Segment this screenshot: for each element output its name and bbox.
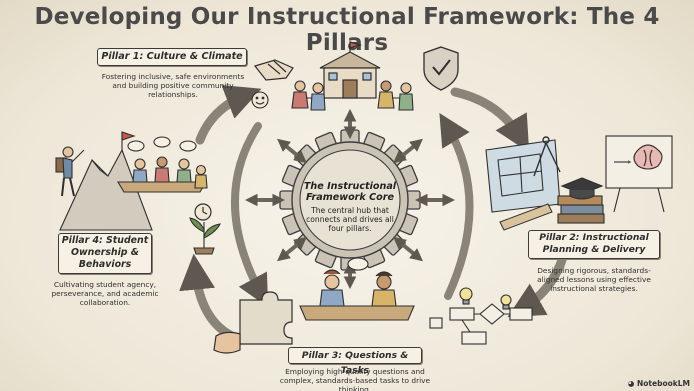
smiley-face-icon (251, 91, 269, 109)
students-holding-hands-icon (291, 80, 414, 111)
watermark: ◕ NotebookLM (628, 379, 690, 388)
cycle-arrows (179, 85, 570, 341)
clock-icon (194, 203, 212, 221)
shield-check-icon (423, 46, 459, 91)
notebooklm-logo-icon: ◕ (627, 379, 635, 388)
drafting-compass-icon (533, 136, 561, 177)
ruler-icon (499, 203, 553, 231)
growing-plant-icon (189, 217, 221, 255)
core-title: The Instructional Framework Core (303, 181, 397, 203)
puzzle-pieces-icon (213, 291, 293, 354)
pillar-1-description: Fostering inclusive, safe environments a… (101, 72, 245, 99)
school-building-icon (319, 41, 381, 99)
hub-spoke-arrows (244, 108, 456, 290)
pillar-4-title: Pillar 4: Student Ownership & Behaviors (58, 233, 152, 274)
collaborating-students-icon (117, 136, 208, 193)
brain-whiteboard-icon (605, 135, 673, 213)
mountain-hiker-icon (55, 131, 153, 231)
cycle-arrow-bottom-left (179, 253, 237, 341)
pillar-1-title: Pillar 1: Culture & Climate (97, 48, 247, 66)
blueprint-plan-icon (485, 139, 561, 213)
pillar-4-description: Cultivating student agency, perseverance… (51, 280, 159, 307)
cycle-arrow-left-up (195, 85, 262, 145)
watermark-text: NotebookLM (636, 379, 690, 388)
cycle-arrow-top-right (450, 87, 530, 153)
students-working-icon (299, 257, 415, 321)
pillar-3-description: Employing high-quality questions and com… (279, 367, 431, 391)
handshake-icon (253, 59, 294, 81)
books-graduation-cap-icon (557, 177, 605, 224)
page-title: Developing Our Instructional Framework: … (34, 4, 660, 56)
inner-loop-arcs (231, 113, 474, 308)
lightbulb-icon (459, 287, 512, 310)
pillar-2-title: Pillar 2: Instructional Planning & Deliv… (528, 230, 660, 259)
flowchart-icon (429, 303, 533, 345)
pillar-2-description: Designing rigorous, standards-aligned le… (537, 266, 651, 293)
pillar-3-title: Pillar 3: Questions & Tasks (288, 347, 422, 376)
core-description: The central hub that connects and drives… (306, 206, 394, 233)
